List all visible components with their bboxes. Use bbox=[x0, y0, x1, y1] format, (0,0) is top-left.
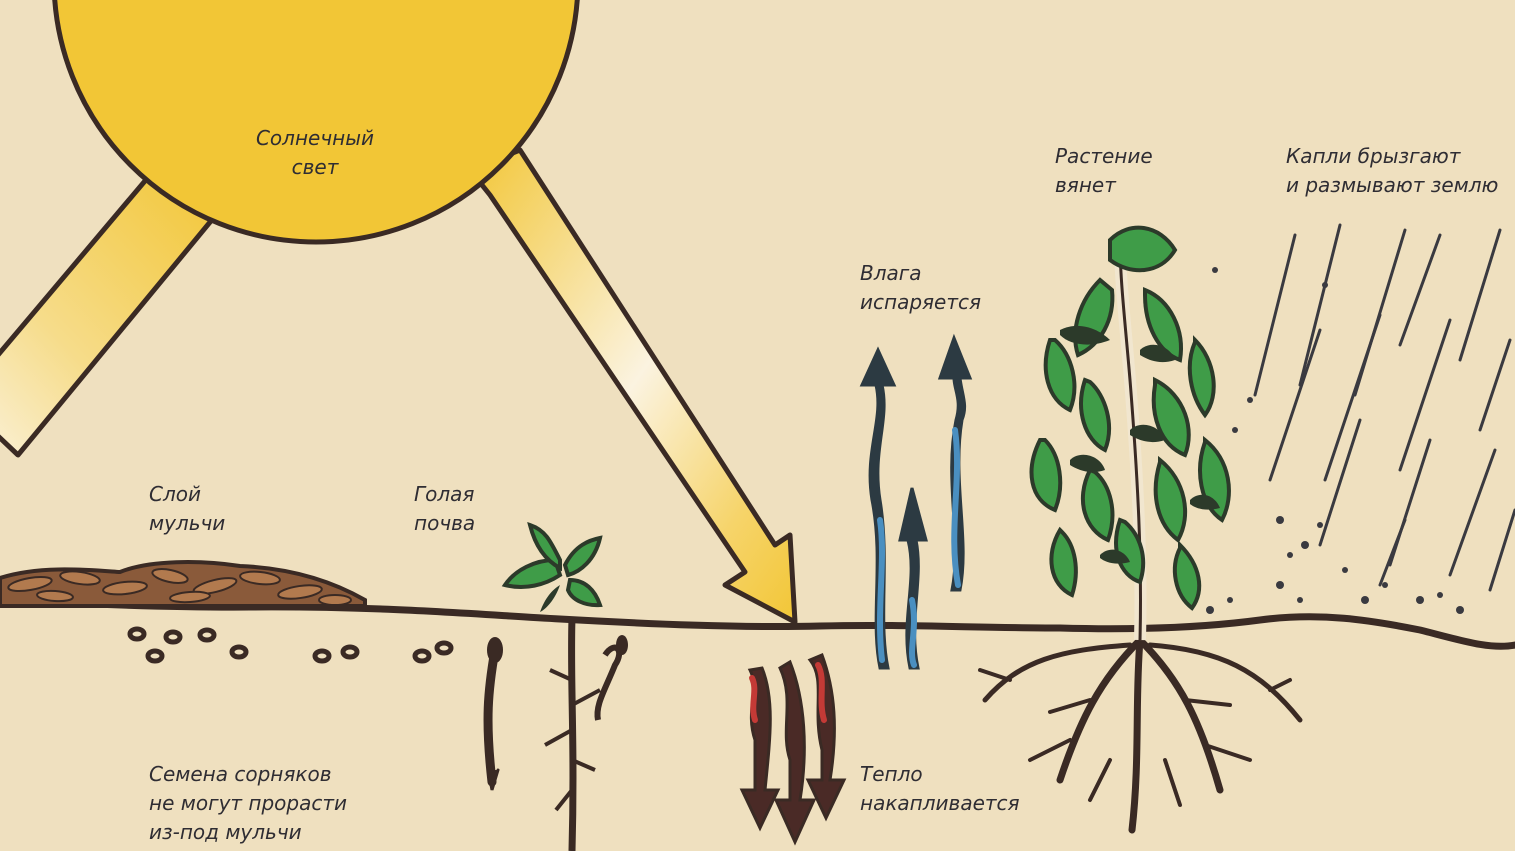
ground-line bbox=[0, 603, 1515, 646]
weed-seeds-label: Семена сорняков не могут прорасти из-под… bbox=[149, 760, 347, 847]
mulch-layer-label: Слой мульчи bbox=[149, 480, 225, 538]
plant-roots-icon bbox=[980, 640, 1300, 830]
mulch-layer-icon bbox=[0, 562, 365, 606]
plant-wilts-label: Растение вянет bbox=[1055, 142, 1153, 200]
sun-ray-left bbox=[0, 175, 220, 455]
drops-splash-label: Капли брызгают и размывают землю bbox=[1286, 142, 1498, 200]
heat-arrows-icon bbox=[742, 655, 844, 842]
weed-seeds-icon bbox=[130, 629, 451, 661]
bare-soil-label: Голая почва bbox=[414, 480, 475, 538]
sprouting-seed-icon bbox=[488, 638, 502, 790]
moisture-evaporates-label: Влага испаряется bbox=[860, 259, 981, 317]
rain-icon bbox=[1206, 225, 1515, 614]
sun-ray-right-arrow bbox=[470, 150, 795, 622]
sunlight-label: Солнечный свет bbox=[243, 124, 387, 182]
seedling-icon bbox=[505, 525, 628, 851]
heat-accumulates-label: Тепло накапливается bbox=[860, 760, 1020, 818]
evaporation-arrows-icon bbox=[862, 338, 970, 668]
wilting-plant-icon bbox=[1032, 228, 1229, 640]
